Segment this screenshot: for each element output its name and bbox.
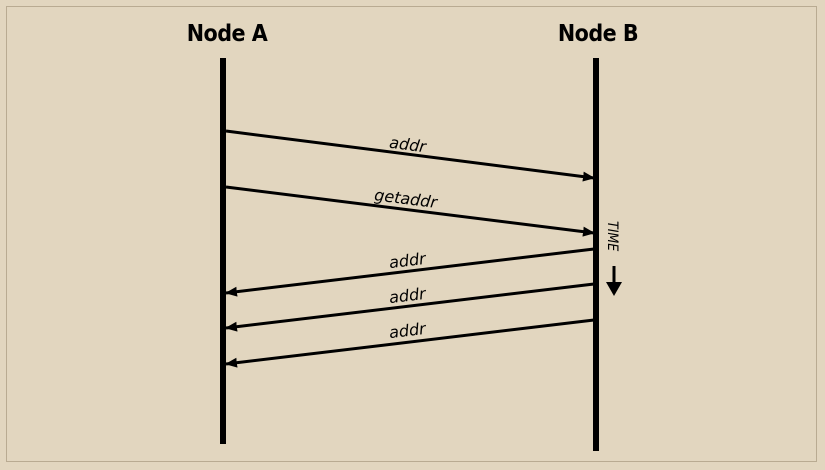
message-label-addr-2: addr (388, 249, 428, 272)
message-arrow-getaddr (225, 185, 595, 237)
message-arrow-addr-3 (225, 282, 595, 332)
message-label-addr-3: addr (388, 284, 428, 307)
diagram-frame (6, 6, 817, 462)
message-arrow-addr-2 (225, 247, 595, 297)
node-a-title: Node A (187, 21, 268, 47)
message-label-addr-1: addr (388, 133, 428, 157)
message-label-addr-4: addr (388, 319, 428, 342)
time-arrow-down-icon (606, 282, 622, 296)
time-axis-label: TIME (604, 221, 620, 251)
node-b-title: Node B (558, 21, 638, 47)
message-arrow-addr-4 (225, 318, 595, 368)
message-arrow-addr-1 (225, 129, 595, 182)
